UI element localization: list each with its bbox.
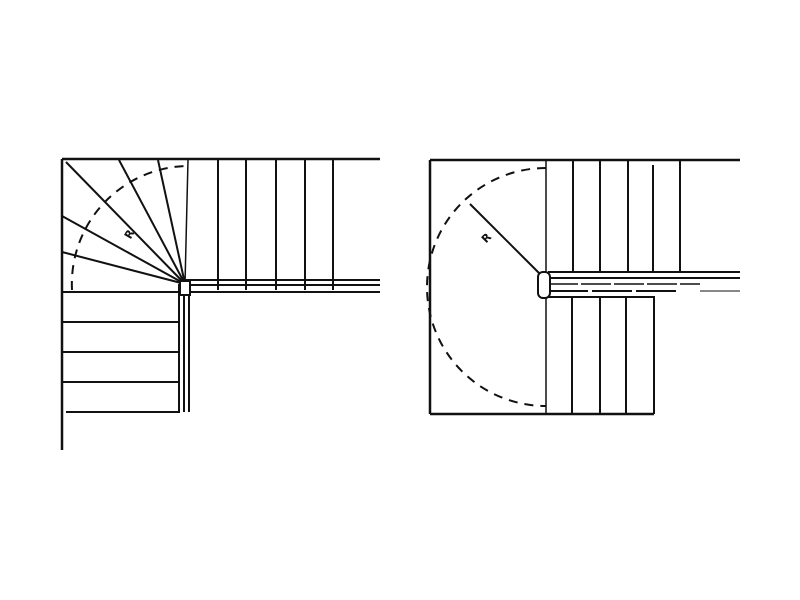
radius-arc bbox=[426, 167, 547, 407]
lower-flight-treads bbox=[571, 297, 627, 414]
winder-treads bbox=[61, 159, 189, 285]
radius-label: R bbox=[122, 227, 138, 241]
upper-flight-treads bbox=[217, 160, 334, 290]
radius-line bbox=[469, 203, 543, 277]
radius-label: R bbox=[479, 230, 495, 246]
plan-winder-quarter-turn: R bbox=[60, 157, 380, 450]
lower-flight-treads bbox=[62, 291, 180, 413]
upper-flight-treads bbox=[572, 160, 681, 272]
horizontal-handrail bbox=[185, 279, 380, 293]
vertical-handrail bbox=[178, 284, 190, 412]
radius-arc bbox=[70, 165, 186, 291]
plan-half-turn: R bbox=[426, 158, 740, 416]
newel-post bbox=[179, 280, 191, 296]
handrails bbox=[548, 271, 740, 298]
newel-post bbox=[537, 271, 551, 299]
